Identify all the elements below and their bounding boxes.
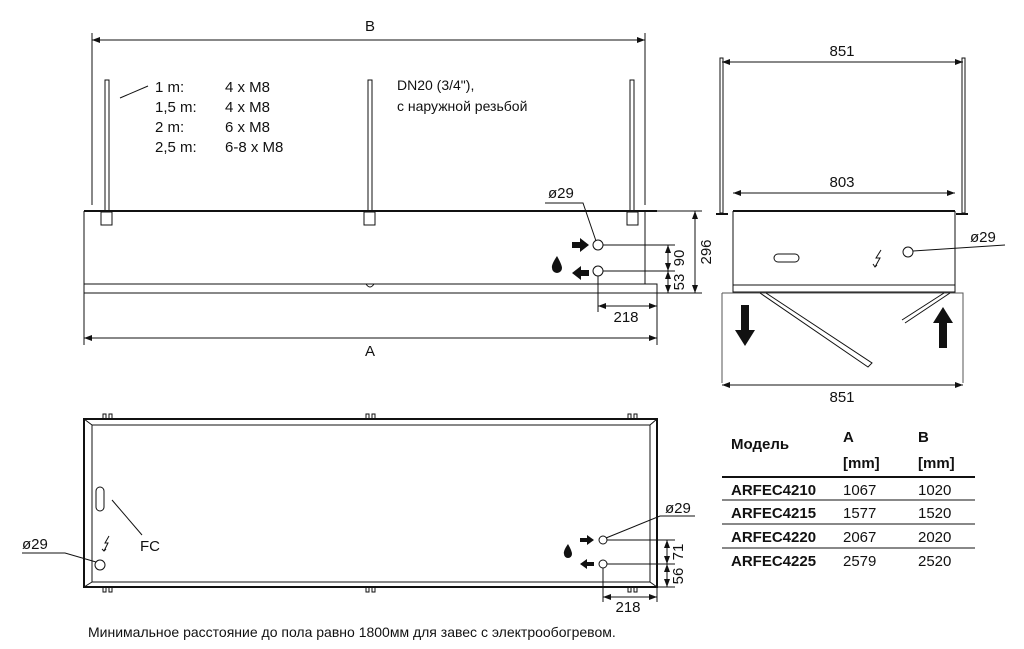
table-row: ARFEC4210 1067 1020: [731, 482, 951, 499]
svg-text:803: 803: [829, 174, 854, 191]
svg-text:6 x M8: 6 x M8: [225, 119, 270, 136]
mounting-clips: [102, 413, 638, 593]
lightning-icon: [872, 249, 882, 268]
svg-text:2,5 m:: 2,5 m:: [155, 139, 197, 156]
svg-text:296: 296: [698, 239, 715, 264]
inlet-pipe: [592, 239, 604, 251]
svg-text:2 m:: 2 m:: [155, 119, 184, 136]
airflow-down-arrow-icon: [735, 305, 755, 346]
svg-text:ø29: ø29: [22, 536, 48, 553]
svg-text:218: 218: [615, 599, 640, 616]
lightning-icon: [101, 535, 110, 552]
svg-text:851: 851: [829, 43, 854, 60]
svg-text:53: 53: [671, 274, 688, 291]
cable-slot: [773, 253, 800, 263]
fc-label: FC: [140, 538, 160, 555]
side-view: 851 803 ø29 851: [716, 43, 1006, 406]
svg-text:90: 90: [671, 250, 688, 267]
table-row: ARFEC4225 2579 2520: [731, 553, 951, 570]
svg-text:56: 56: [670, 568, 687, 585]
pipe-diameter-label: ø29: [548, 185, 574, 202]
svg-text:ø29: ø29: [665, 500, 691, 517]
dim-a-label: A: [365, 343, 375, 360]
svg-text:218: 218: [613, 309, 638, 326]
svg-text:ARFEC4210: ARFEC4210: [731, 482, 816, 499]
svg-text:2067: 2067: [843, 529, 876, 546]
svg-text:4 x M8: 4 x M8: [225, 99, 270, 116]
footnote: Минимальное расстояние до пола равно 180…: [88, 624, 616, 640]
svg-text:ARFEC4215: ARFEC4215: [731, 505, 816, 522]
svg-text:2579: 2579: [843, 553, 876, 570]
connection-note: DN20 (3/4"),: [397, 77, 474, 93]
svg-text:[mm]: [mm]: [843, 455, 880, 472]
svg-text:A: A: [843, 429, 854, 446]
top-view: FC ø29 ø29 71 56 218: [22, 413, 695, 616]
svg-text:71: 71: [670, 544, 687, 561]
svg-text:1520: 1520: [918, 505, 951, 522]
airflow-up-arrow-icon: [933, 307, 953, 348]
model-table: Модель A [mm] B [mm] ARFEC4210 1067 1020 A…: [722, 429, 975, 570]
svg-text:4 x M8: 4 x M8: [225, 79, 270, 96]
outlet-pipe: [592, 265, 604, 277]
table-row: ARFEC4220 2067 2020: [731, 529, 951, 546]
svg-text:B: B: [918, 429, 929, 446]
arrow-left-icon: [572, 266, 589, 280]
bolt-notes: 1 m: 4 x M8 1,5 m: 4 x M8 2 m: 6 x M8 2,5 m…: [155, 79, 283, 156]
svg-text:1,5 m:: 1,5 m:: [155, 99, 197, 116]
svg-text:2520: 2520: [918, 553, 951, 570]
arrow-right-icon: [580, 535, 594, 545]
table-row: ARFEC4215 1577 1520: [731, 505, 951, 522]
svg-text:1577: 1577: [843, 505, 876, 522]
svg-text:1067: 1067: [843, 482, 876, 499]
water-drop-icon: [551, 256, 562, 273]
svg-text:ø29: ø29: [970, 229, 996, 246]
svg-text:1020: 1020: [918, 482, 951, 499]
arrow-left-icon: [580, 559, 594, 569]
svg-text:6-8 x M8: 6-8 x M8: [225, 139, 283, 156]
svg-text:Модель: Модель: [731, 436, 789, 453]
arrow-right-icon: [572, 238, 589, 252]
water-drop-icon: [563, 544, 572, 558]
svg-text:[mm]: [mm]: [918, 455, 955, 472]
dim-b-label: B: [365, 18, 375, 35]
svg-text:851: 851: [829, 389, 854, 406]
svg-text:1 m:: 1 m:: [155, 79, 184, 96]
connection-note-2: с наружной резьбой: [397, 98, 527, 114]
front-view: B 1 m: 4 x M8 1,5 m: 4 x M8 2 m: 6 x M8 2,5…: [83, 18, 715, 360]
svg-text:ARFEC4225: ARFEC4225: [731, 553, 816, 570]
svg-text:ARFEC4220: ARFEC4220: [731, 529, 816, 546]
svg-text:2020: 2020: [918, 529, 951, 546]
